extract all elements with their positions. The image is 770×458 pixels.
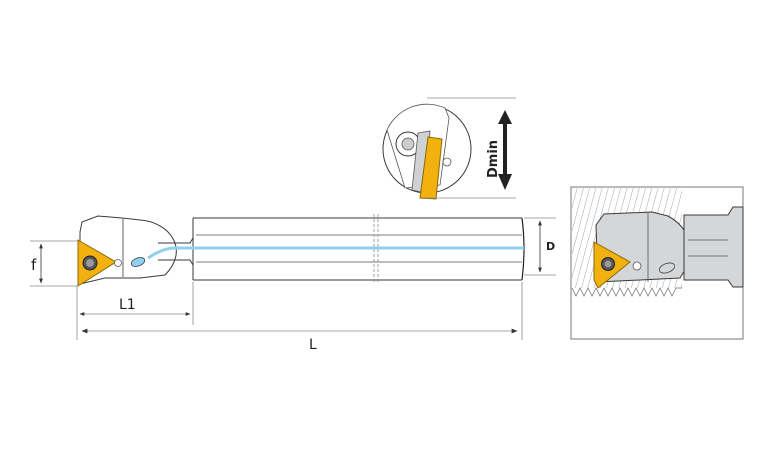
f-label: f (31, 256, 37, 274)
Dmin-arrow (498, 110, 512, 190)
application-view (570, 186, 744, 340)
thread-profile (571, 287, 682, 297)
threading-insert (77, 239, 122, 287)
application-tool-shank (683, 206, 744, 288)
Dmin-label: Dmin (486, 140, 501, 178)
end-view: Dmin (382, 97, 516, 200)
end-view-insert (419, 136, 443, 200)
L-label: L (309, 337, 317, 353)
side-view: f L1 L D (30, 214, 556, 353)
coolant-channel (147, 246, 524, 260)
tool-neck (158, 237, 194, 266)
L1-label: L1 (119, 297, 136, 313)
coolant-outlet (130, 257, 146, 267)
D-label: D (546, 240, 555, 253)
